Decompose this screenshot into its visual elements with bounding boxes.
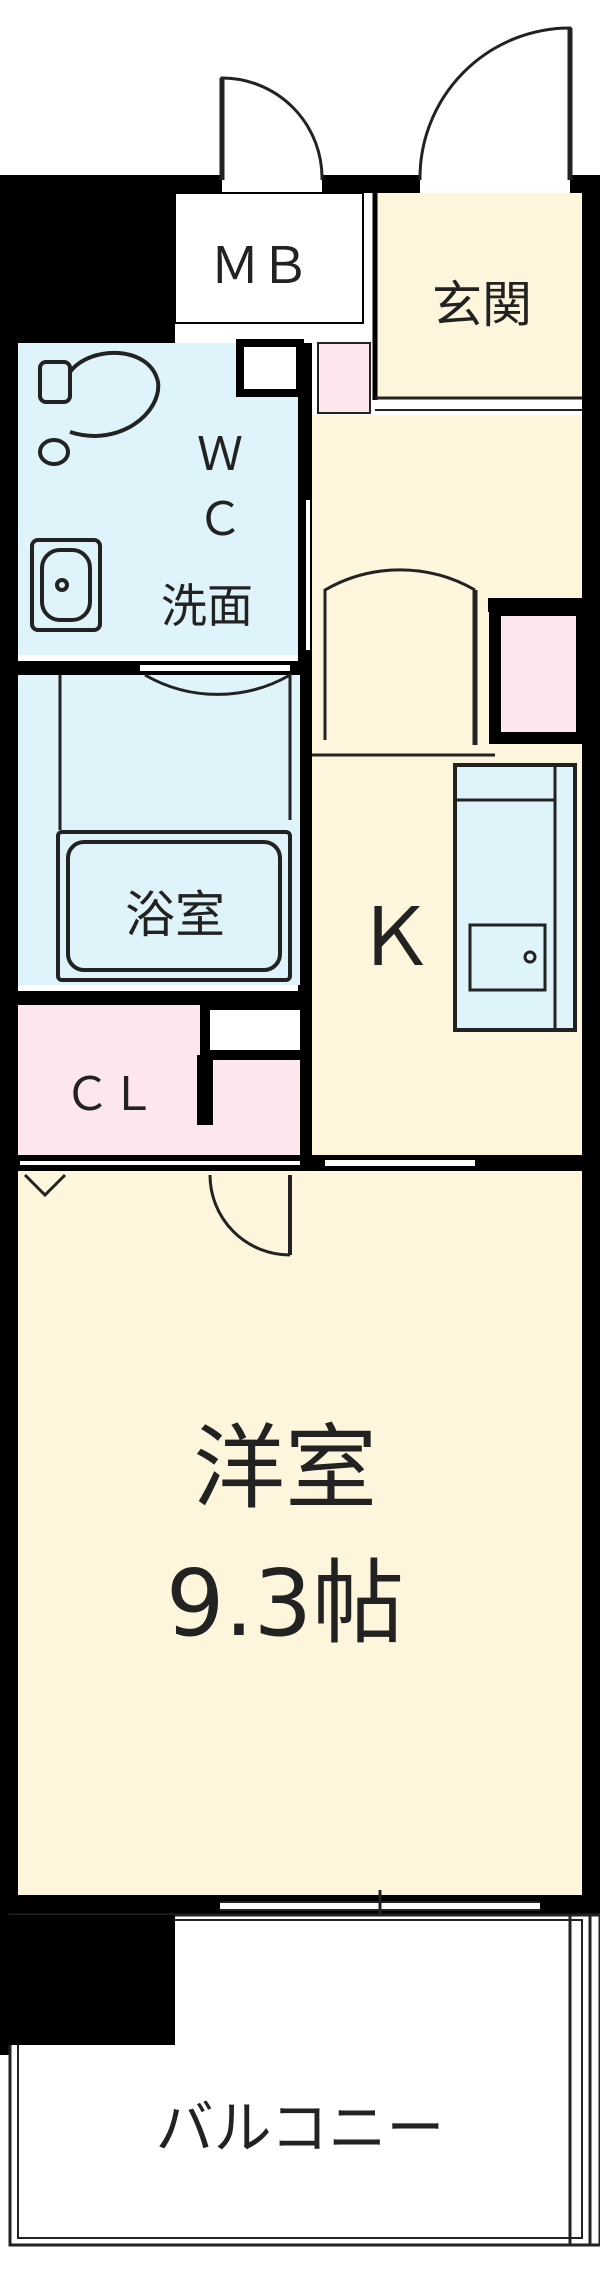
wc-pipe-space	[236, 339, 304, 397]
shoe-cabinet	[317, 342, 371, 414]
kitchen-door-swing-icon	[323, 568, 476, 740]
washroom-label: 洗面	[161, 579, 253, 633]
kitchen-storage	[489, 604, 588, 744]
bath-door-swing-icon	[144, 672, 292, 820]
wash-basin-icon	[30, 538, 102, 632]
door-gap-mb	[222, 175, 322, 193]
door-gap-entrance	[420, 175, 570, 193]
wc-label-w: Ｗ	[197, 427, 243, 481]
sink-drain-icon	[523, 950, 537, 964]
closet-pipe-space	[200, 1000, 310, 1060]
entrance-label: 玄関	[432, 276, 532, 334]
balcony-inner-rail	[17, 1919, 583, 2239]
mb-label: ＭＢ	[210, 237, 310, 295]
balcony-pillar	[0, 1915, 175, 2045]
right-wall	[582, 175, 600, 1915]
toilet-icon	[38, 351, 161, 466]
kitchen-counter	[453, 763, 577, 1032]
bath-label: 浴室	[125, 886, 225, 944]
closet-label: ＣＬ	[64, 1067, 156, 1121]
mb-box	[174, 192, 364, 324]
entrance-door-swing-icon	[418, 26, 572, 181]
western-room-floor	[18, 1171, 582, 1895]
balcony-right-edge	[568, 1913, 600, 2247]
wc-label-c: Ｃ	[197, 492, 243, 546]
mb-door-swing-icon	[220, 76, 324, 181]
western-room-label: 洋室	[193, 1415, 377, 1522]
room-door-swing-icon	[208, 1174, 291, 1257]
corner-pillar-top-left	[0, 175, 175, 345]
entrance-floor	[375, 193, 582, 400]
balcony-label: バルコニー	[156, 2094, 445, 2162]
left-wall	[0, 175, 18, 2055]
western-room-size: 9.3帖	[166, 1550, 404, 1657]
closet-corner-mark	[23, 1173, 67, 1198]
bathtub-icon	[56, 830, 292, 982]
kitchen-label: Ｋ	[355, 891, 435, 984]
